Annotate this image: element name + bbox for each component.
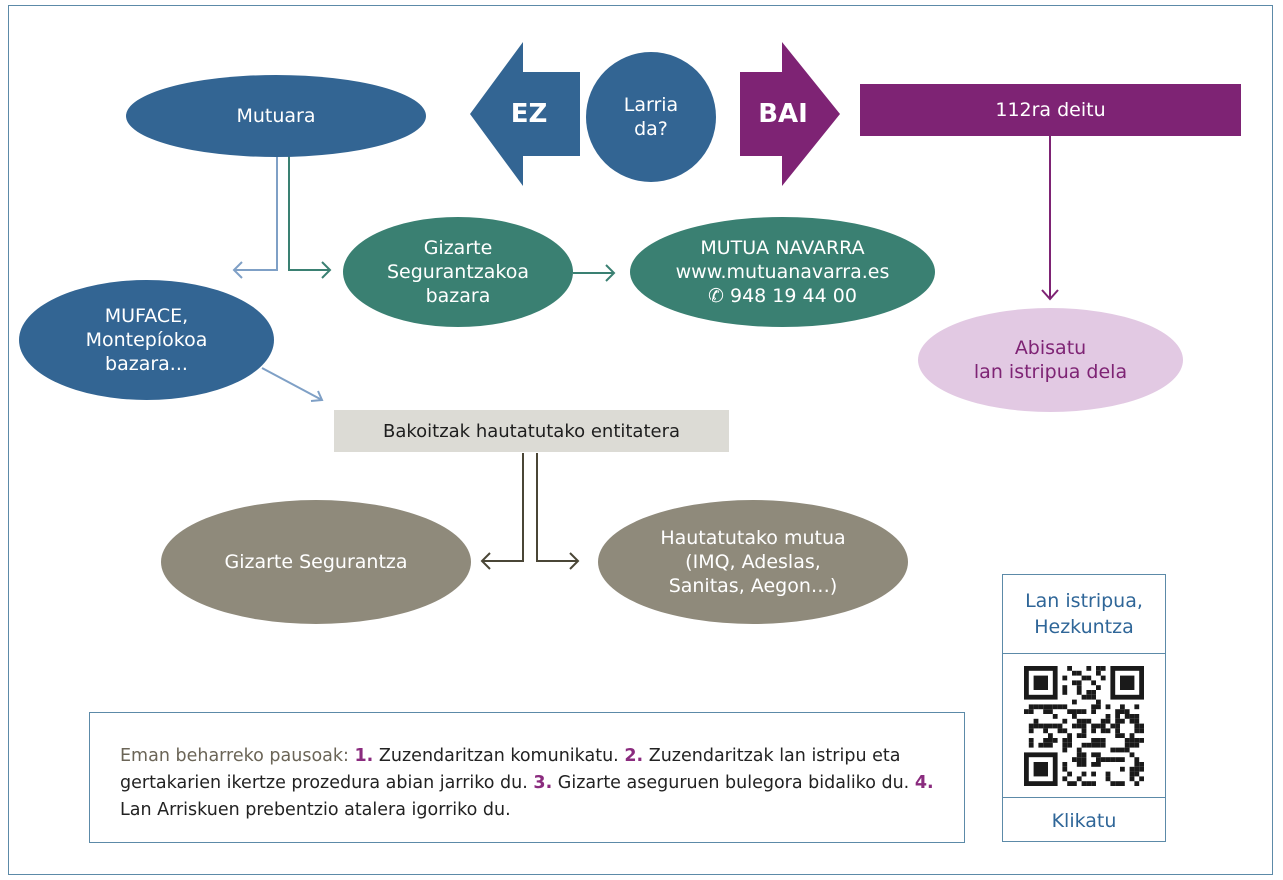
step-4-text: Lan Arriskuen prebentzio atalera igorrik… (120, 800, 511, 820)
steps-note: Eman beharreko pausoak: 1. Zuzendaritzan… (89, 712, 965, 843)
bai-label: BAI (758, 99, 808, 129)
qr-title: Lan istripua, Hezkuntza (1003, 575, 1165, 654)
arrowhead-hautatutako (569, 552, 580, 570)
arrowhead-abisatu (1041, 289, 1059, 301)
step-2-number: 2. (624, 746, 644, 766)
arrowhead-mutua (605, 264, 616, 282)
mutuara-node: Mutuara (126, 75, 426, 157)
abisatu-node: Abisatu lan istripua dela (918, 308, 1183, 412)
larria-circle: Larria da? (586, 52, 716, 182)
gizarte-segurantza-node: Gizarte Segurantza (161, 500, 471, 624)
connector-bakoitzak-gizarte-segurantza (482, 453, 524, 562)
connector-muface-bakoitzak (261, 367, 323, 401)
arrowhead-gizarte-segurantza (480, 552, 491, 570)
connector-bakoitzak-hautatutako (536, 453, 578, 562)
step-2-text: Zuzendaritzak lan istripu eta gertakarie… (120, 746, 901, 793)
arrowhead-muface (232, 261, 243, 279)
muface-node: MUFACE, Montepíokoa bazara... (19, 280, 274, 400)
diagram-frame (8, 5, 1273, 875)
ez-label: EZ (510, 99, 548, 129)
mutua-navarra-node: MUTUA NAVARRA www.mutuanavarra.es ✆ 948 … (630, 217, 935, 327)
step-3-number: 3. (533, 773, 553, 793)
connector-mutuara-muface (234, 148, 278, 271)
bai-arrow (740, 42, 840, 186)
deitu-box: 112ra deitu (860, 84, 1241, 136)
qr-panel[interactable]: Lan istripua, Hezkuntza Klikatu (1002, 574, 1166, 842)
step-3-text: Gizarte aseguruen bulegora bidaliko du. (557, 773, 910, 793)
step-1-text: Zuzendaritzan komunikatu. (378, 746, 619, 766)
arrowhead-gizarte (321, 261, 332, 279)
step-1-number: 1. (354, 746, 374, 766)
bakoitzak-box: Bakoitzak hautatutako entitatera (334, 410, 729, 452)
step-4-number: 4. (914, 773, 934, 793)
arrowhead-bakoitzak (310, 390, 324, 402)
connector-mutuara-gizarte (288, 148, 330, 271)
steps-lead: Eman beharreko pausoak: (120, 746, 349, 766)
phone-number: ✆ 948 19 44 00 (708, 285, 857, 307)
hautatutako-mutua-node: Hautatutako mutua (IMQ, Adeslas, Sanitas… (598, 500, 908, 624)
gizarte-segurantzakoa-node: Gizarte Segurantzakoa bazara (343, 217, 573, 327)
qr-code-area[interactable] (1003, 654, 1165, 798)
klikatu-link[interactable]: Klikatu (1051, 809, 1117, 832)
ez-arrow (470, 42, 580, 186)
qr-code-icon[interactable] (1024, 665, 1144, 786)
